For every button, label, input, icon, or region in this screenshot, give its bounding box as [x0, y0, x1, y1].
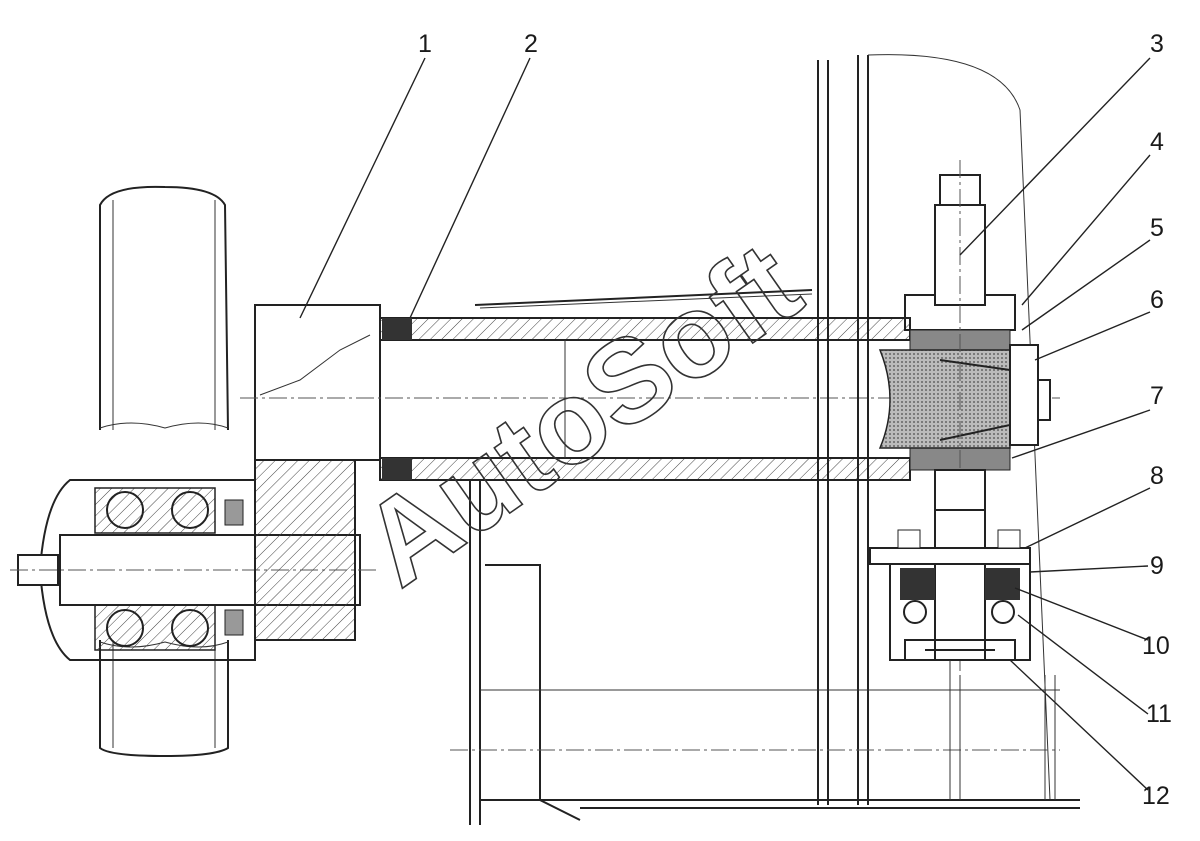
leader-2 — [409, 57, 531, 319]
callout-4: 4 — [1150, 128, 1164, 156]
leader-11 — [1017, 614, 1149, 715]
pivot-assembly — [869, 160, 1056, 800]
callout-10: 10 — [1142, 632, 1170, 660]
callout-5: 5 — [1150, 214, 1164, 242]
frame — [450, 54, 1080, 825]
watermark: AutoSoft — [339, 218, 823, 612]
callout-8: 8 — [1150, 462, 1164, 490]
leader-7 — [1011, 409, 1151, 459]
wheel — [99, 185, 229, 758]
leader-3 — [959, 57, 1151, 256]
callout-7: 7 — [1150, 382, 1164, 410]
leader-10 — [1014, 587, 1149, 641]
callout-6: 6 — [1150, 286, 1164, 314]
leader-12 — [1009, 659, 1149, 791]
callout-12: 12 — [1142, 782, 1170, 810]
callout-2: 2 — [524, 30, 538, 58]
callout-11: 11 — [1146, 700, 1172, 728]
axle-knuckle — [254, 304, 381, 641]
leader-9 — [1029, 565, 1149, 573]
leader-6 — [1034, 311, 1151, 361]
callout-3: 3 — [1150, 30, 1164, 58]
leader-lines — [299, 57, 1151, 791]
axle-tube — [240, 289, 1060, 481]
callout-labels: 1 2 3 4 5 6 7 8 9 10 11 12 — [418, 30, 1172, 810]
leader-8 — [1024, 487, 1151, 549]
callout-9: 9 — [1150, 552, 1164, 580]
leader-4 — [1021, 154, 1151, 306]
leader-5 — [1021, 239, 1151, 331]
callout-1: 1 — [418, 30, 432, 58]
leader-1 — [299, 57, 426, 319]
